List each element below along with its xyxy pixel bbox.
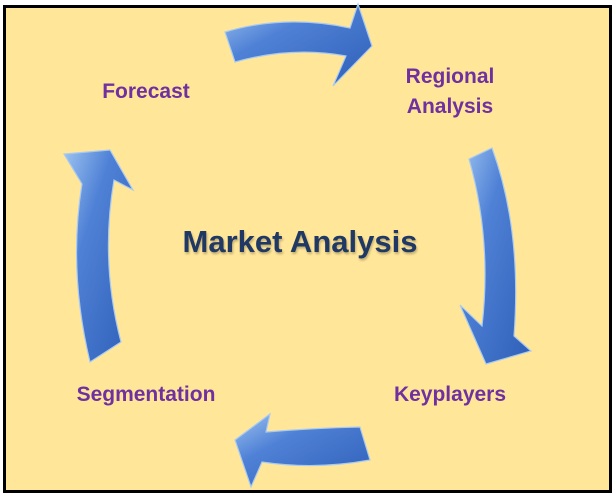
arrow-keyplayers-to-segmentation xyxy=(234,412,371,489)
stage-keyplayers: Keyplayers xyxy=(393,383,507,406)
stage-label-line: Regional xyxy=(405,65,495,88)
center-title: Market Analysis xyxy=(182,224,418,259)
stage-regional-analysis: Regional Analysis xyxy=(380,62,520,122)
arrow-forecast-to-regional xyxy=(224,2,373,87)
stage-forecast: Forecast xyxy=(102,80,190,103)
arrow-segmentation-to-forecast xyxy=(62,149,135,363)
arrow-regional-to-keyplayers xyxy=(459,147,533,365)
stage-segmentation: Segmentation xyxy=(76,383,216,406)
stage-label-line: Analysis xyxy=(406,95,494,118)
